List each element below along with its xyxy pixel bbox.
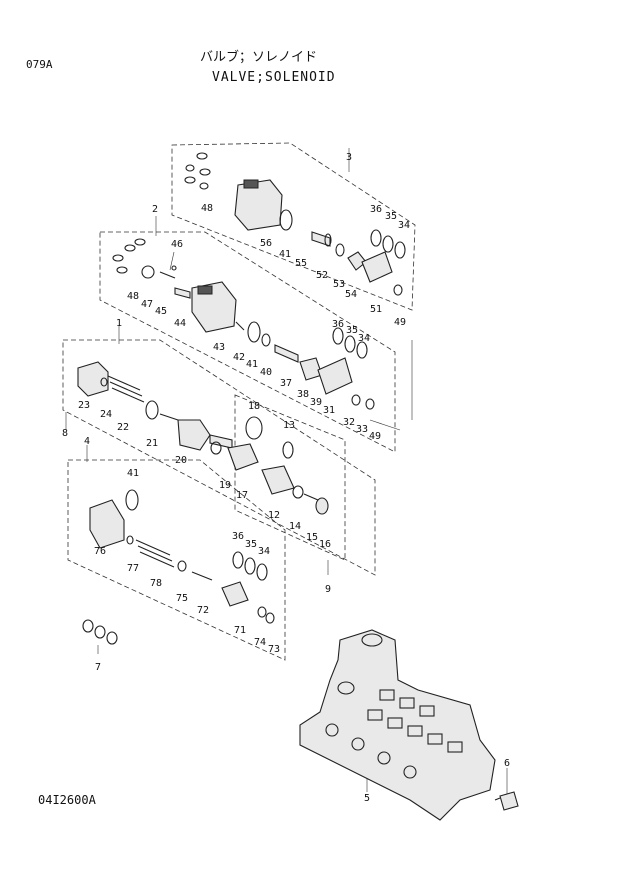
- group-2-parts: [112, 238, 375, 410]
- part-7-washers: [82, 619, 118, 645]
- callout-15: 15: [306, 532, 318, 543]
- callout-7: 7: [95, 662, 101, 673]
- diagram-code-bottom: 04I2600A: [38, 793, 96, 807]
- callout-36: 36: [332, 319, 344, 330]
- callout-39: 39: [310, 397, 322, 408]
- group-4-boundary: [67, 459, 286, 661]
- callout-32: 32: [343, 417, 355, 428]
- callout-40: 40: [260, 367, 272, 378]
- callout-42: 42: [233, 352, 245, 363]
- callout-72: 72: [197, 605, 209, 616]
- title-japanese: バルブ；ソレノイド: [200, 50, 318, 65]
- callout-9: 9: [325, 584, 331, 595]
- callout-56: 56: [260, 238, 272, 249]
- callout-23: 23: [78, 400, 90, 411]
- diagram-code-top: 079A: [26, 58, 53, 71]
- callout-53: 53: [333, 279, 345, 290]
- callout-20: 20: [175, 455, 187, 466]
- callout-76: 76: [94, 546, 106, 557]
- callout-24: 24: [100, 409, 112, 420]
- callout-19: 19: [219, 480, 231, 491]
- callout-35: 35: [245, 539, 257, 550]
- callout-38: 38: [297, 389, 309, 400]
- callout-21: 21: [146, 438, 158, 449]
- callout-49: 49: [394, 317, 406, 328]
- callout-labels: 3 2 1 4 8 9 5 6 7 48 56 41 55 52 53 54 5…: [62, 152, 510, 804]
- callout-74: 74: [254, 637, 266, 648]
- callout-75: 75: [176, 593, 188, 604]
- callout-34: 34: [358, 333, 370, 344]
- group-1-boundary: [62, 339, 376, 576]
- callout-55: 55: [295, 258, 307, 269]
- callout-47: 47: [141, 299, 153, 310]
- group-1-parts: [77, 361, 329, 515]
- callout-36: 36: [370, 204, 382, 215]
- callout-18: 18: [248, 401, 260, 412]
- callout-48: 48: [201, 203, 213, 214]
- callout-34: 34: [258, 546, 270, 557]
- callout-34: 34: [398, 220, 410, 231]
- callout-45: 45: [155, 306, 167, 317]
- callout-41: 41: [279, 249, 291, 260]
- callout-5: 5: [364, 793, 370, 804]
- title-english: VALVE;SOLENOID: [212, 70, 336, 85]
- callout-13: 13: [283, 420, 295, 431]
- callout-14: 14: [289, 521, 301, 532]
- callout-16: 16: [319, 539, 331, 550]
- callout-33: 33: [356, 424, 368, 435]
- group-3-boundary: [171, 142, 416, 311]
- callout-3: 3: [346, 152, 352, 163]
- callout-36: 36: [232, 531, 244, 542]
- callout-51: 51: [370, 304, 382, 315]
- callout-35: 35: [346, 325, 358, 336]
- callout-4: 4: [84, 436, 90, 447]
- group-4-parts: [89, 489, 275, 624]
- callout-77: 77: [127, 563, 139, 574]
- callout-71: 71: [234, 625, 246, 636]
- callout-48: 48: [127, 291, 139, 302]
- callout-8: 8: [62, 428, 68, 439]
- callout-41: 41: [127, 468, 139, 479]
- callout-17: 17: [236, 490, 248, 501]
- part-6-fitting: [494, 791, 519, 811]
- callout-49: 49: [369, 431, 381, 442]
- callout-12: 12: [268, 510, 280, 521]
- callout-35: 35: [385, 211, 397, 222]
- callout-46: 46: [171, 239, 183, 250]
- callout-43: 43: [213, 342, 225, 353]
- callout-2: 2: [152, 204, 158, 215]
- valve-body: [299, 629, 496, 821]
- callout-41: 41: [246, 359, 258, 370]
- callout-31: 31: [323, 405, 335, 416]
- leader-lines: [65, 148, 508, 795]
- callout-6: 6: [504, 758, 510, 769]
- callout-73: 73: [268, 644, 280, 655]
- callout-37: 37: [280, 378, 292, 389]
- callout-78: 78: [150, 578, 162, 589]
- callout-22: 22: [117, 422, 129, 433]
- callout-52: 52: [316, 270, 328, 281]
- callout-44: 44: [174, 318, 186, 329]
- callout-54: 54: [345, 289, 357, 300]
- group-3-parts: [184, 152, 406, 296]
- group-2-boundary: [99, 231, 396, 453]
- callout-1: 1: [116, 318, 122, 329]
